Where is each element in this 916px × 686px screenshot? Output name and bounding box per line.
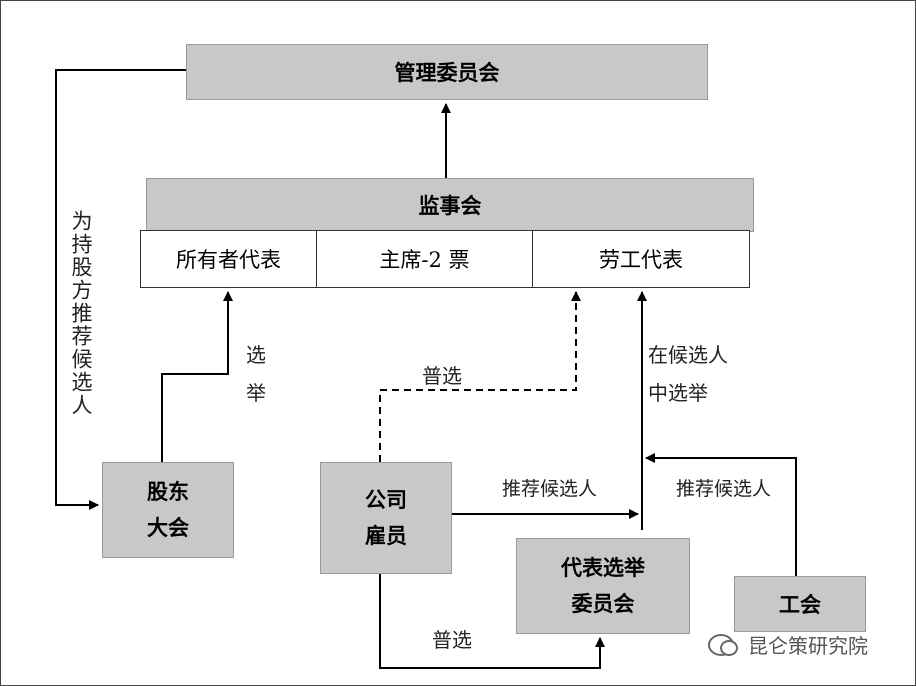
recommend-candidates-union-label: 推荐候选人 [676,478,772,500]
company-employees-box: 公司 雇员 [320,462,452,574]
arrow-employees-to-chairman-dashed [379,291,581,462]
owner-rep-cell: 所有者代表 [140,230,317,288]
supervisory-board-box: 监事会 [146,178,754,232]
shareholder-nominate-label: 为持股方推荐候选人 [69,210,93,417]
recommend-candidates-employees-label: 推荐候选人 [502,478,598,500]
choose-from-candidates-label: 在候选人 中选举 [648,343,728,405]
rep-election-committee-box: 代表选举 委员会 [516,538,690,634]
supervisory-board-label: 监事会 [418,194,482,218]
labor-rep-label: 劳工代表 [599,248,683,272]
watermark: 昆仑策研究院 [708,630,868,659]
elect-label: 选 举 [246,343,266,405]
union-box: 工会 [734,576,866,632]
labor-rep-cell: 劳工代表 [532,230,750,288]
union-label: 工会 [779,593,821,617]
arrow-management-to-shareholders [55,69,186,510]
arrow-union-recommend [645,453,797,576]
general-vote-bottom-label: 普选 [432,628,472,652]
owner-rep-label: 所有者代表 [176,248,281,272]
company-employees-label: 公司 雇员 [365,488,407,548]
wechat-icon [708,633,738,656]
shareholders-meeting-label: 股东 大会 [147,480,189,540]
chairman-label: 主席-2 票 [379,248,470,272]
shareholders-meeting-box: 股东 大会 [102,462,234,558]
watermark-text: 昆仑策研究院 [748,634,868,658]
rep-election-committee-label: 代表选举 委员会 [561,556,645,616]
arrow-shareholders-to-owner-rep [161,291,233,462]
general-vote-top-label: 普选 [422,364,462,388]
management-committee-label: 管理委员会 [394,61,500,85]
chairman-cell: 主席-2 票 [316,230,533,288]
arrow-employees-to-rep-committee [379,574,605,669]
management-committee-box: 管理委员会 [186,44,708,100]
